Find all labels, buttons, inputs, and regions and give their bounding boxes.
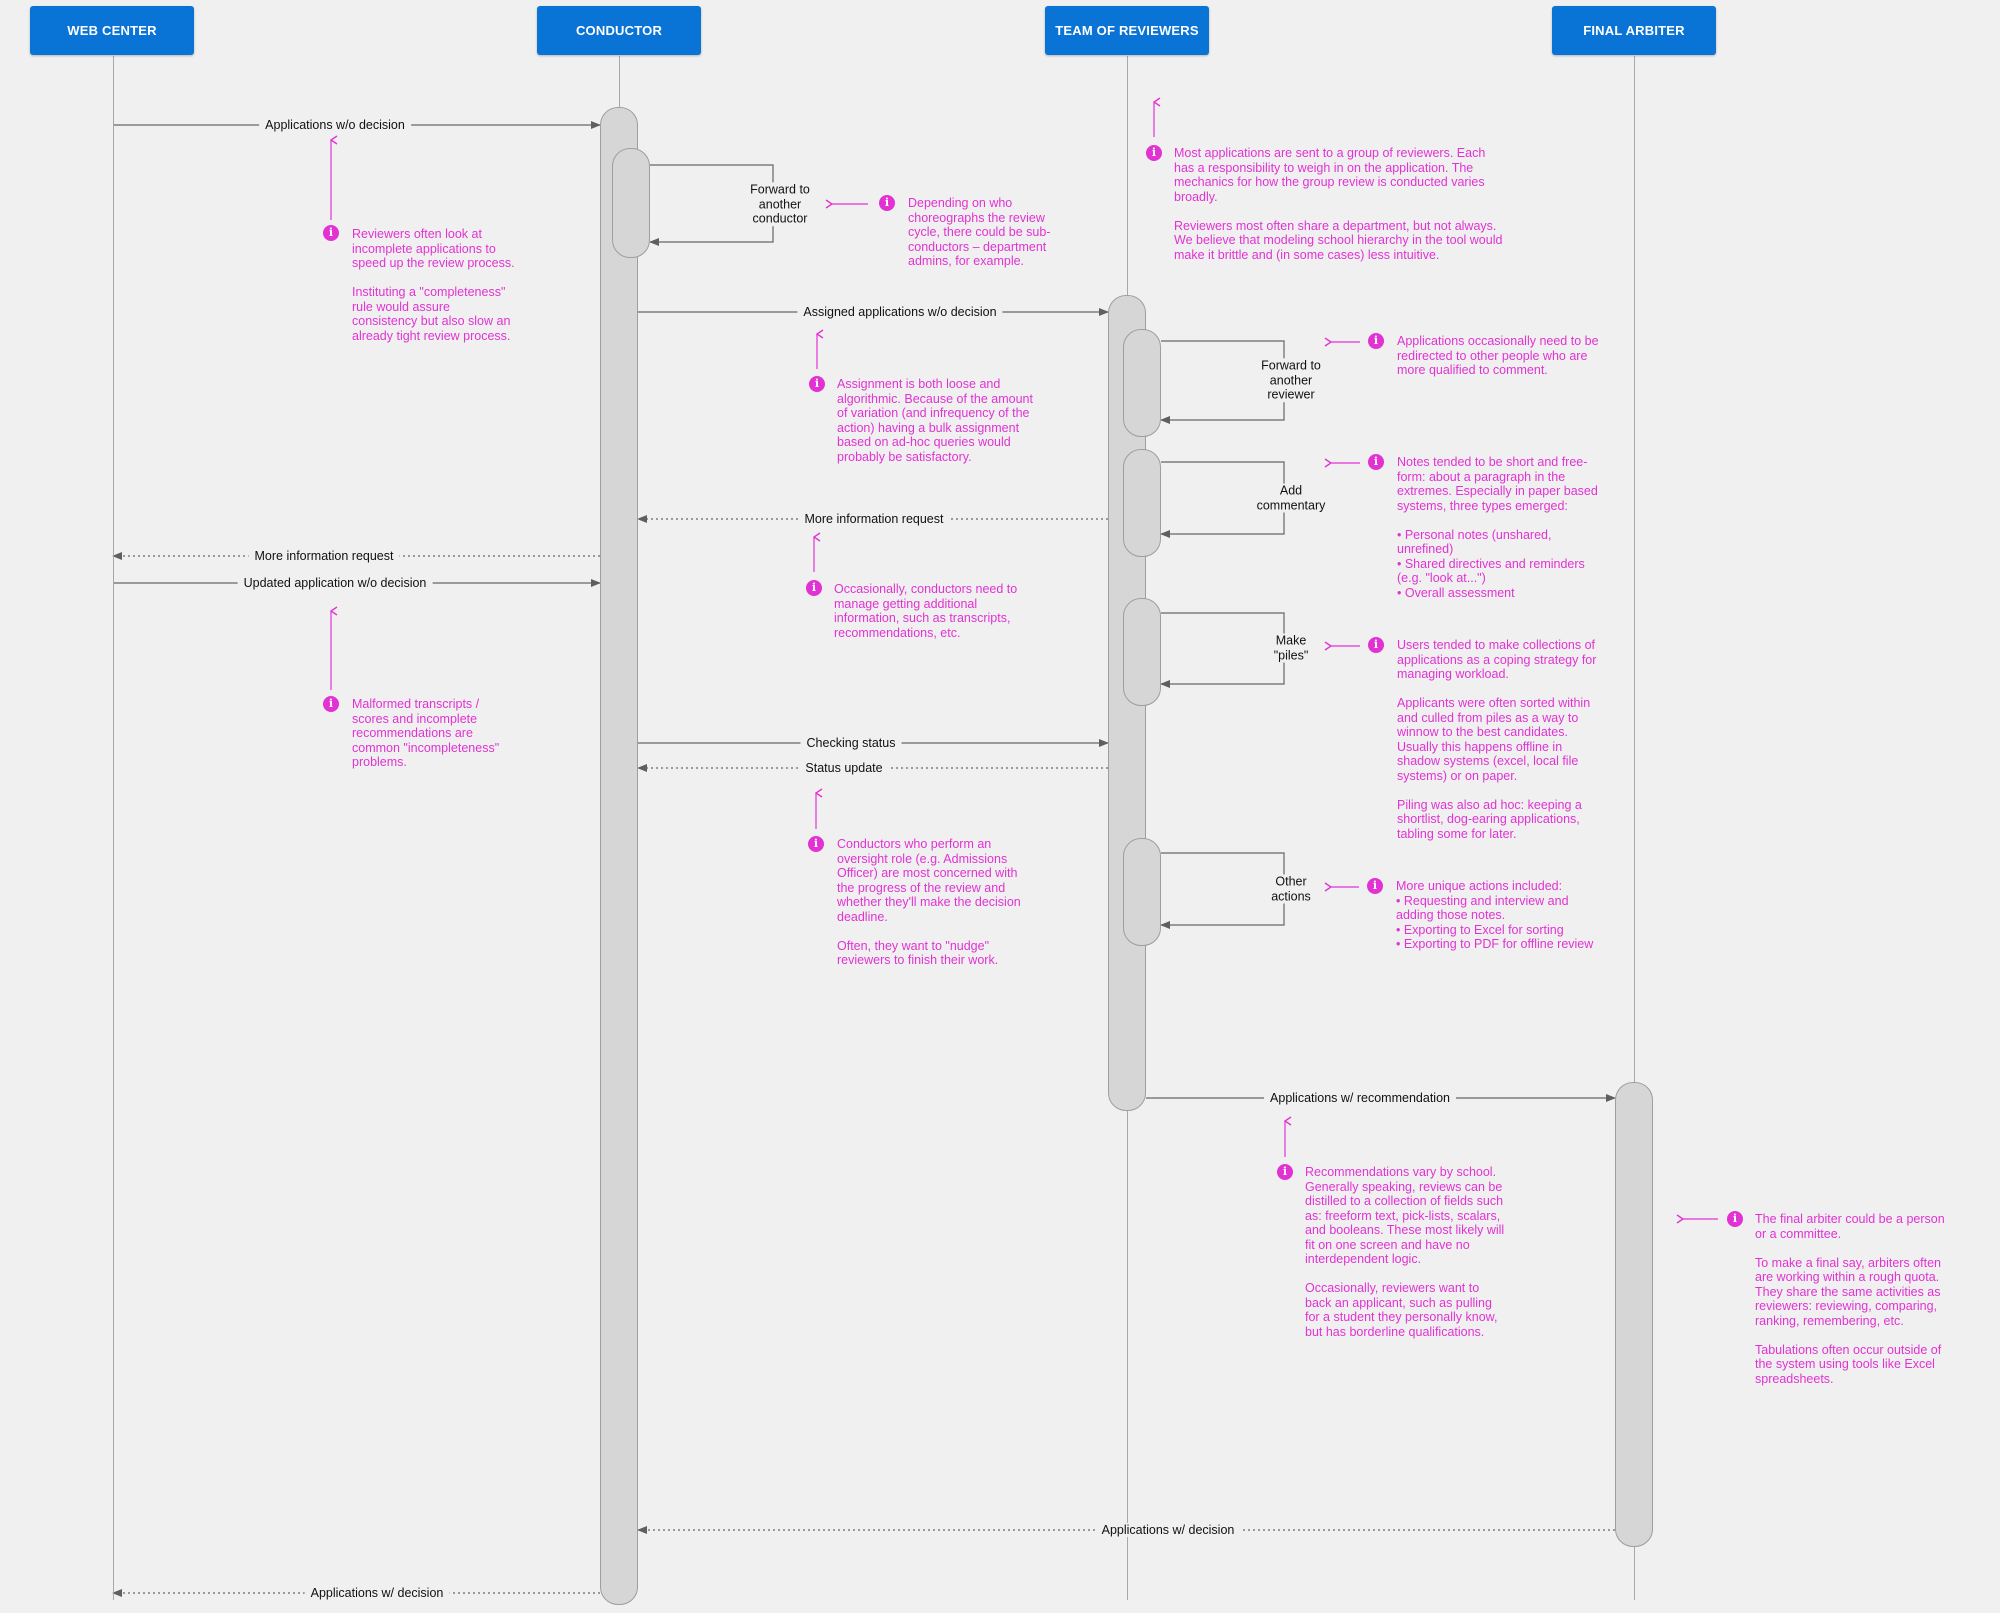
- info-icon: i: [808, 836, 824, 852]
- note-7: Malformed transcripts / scores and incom…: [352, 697, 522, 770]
- header-cond: CONDUCTOR: [537, 6, 701, 55]
- self-action-line: Make: [1275, 633, 1307, 648]
- self-action-line: Other: [1275, 874, 1307, 889]
- info-icon: i: [323, 225, 339, 241]
- note-0: Reviewers often look at incomplete appli…: [352, 227, 542, 343]
- note-paragraph: Depending on who choreographs the review…: [908, 196, 1051, 268]
- activation-conductor: [600, 107, 638, 1605]
- message-label-5: Checking status: [800, 736, 902, 750]
- note-paragraph: Applicants were often sorted within and …: [1397, 696, 1591, 783]
- self-action-line: another: [1269, 372, 1313, 387]
- nested-activation-other: [1123, 838, 1161, 946]
- self-action-line: actions: [1271, 889, 1311, 903]
- nested-activation-piles: [1123, 598, 1161, 706]
- info-icon: i: [1146, 145, 1162, 161]
- self-action-line: conductor: [752, 211, 808, 226]
- note-paragraph: • Personal notes (unshared, unrefined) •…: [1397, 527, 1585, 600]
- nested-activation-forward: [1123, 329, 1161, 437]
- note-6: Occasionally, conductors need to manage …: [834, 582, 1034, 640]
- note-paragraph: Most applications are sent to a group of…: [1174, 146, 1486, 204]
- message-label-4: Updated application w/o decision: [237, 576, 433, 590]
- info-icon: i: [1727, 1211, 1743, 1227]
- info-icon: i: [1367, 878, 1383, 894]
- note-3: Assignment is both loose and algorithmic…: [837, 377, 1037, 464]
- message-label-7: Applications w/ recommendation: [1264, 1091, 1456, 1105]
- info-icon: i: [1277, 1164, 1293, 1180]
- note-paragraph: Conductors who perform an oversight role…: [837, 837, 1021, 924]
- nested-activation-conductor: [612, 148, 650, 258]
- note-paragraph: Often, they want to "nudge" reviewers to…: [837, 938, 999, 968]
- self-action-line: Forward to: [1261, 358, 1321, 373]
- message-label-9: Applications w/ decision: [304, 1586, 450, 1600]
- self-action-label-3: Make"piles": [1273, 633, 1309, 663]
- self-action-line: another: [758, 196, 802, 211]
- note-12: The final arbiter could be a person or a…: [1755, 1212, 1975, 1386]
- lifeline-web: [113, 56, 114, 1600]
- message-label-8: Applications w/ decision: [1095, 1523, 1241, 1537]
- header-web: WEB CENTER: [30, 6, 194, 55]
- header-rev: TEAM OF REVIEWERS: [1045, 6, 1209, 55]
- info-icon: i: [809, 376, 825, 392]
- note-paragraph: Reviewers often look at incomplete appli…: [352, 227, 515, 270]
- note-2: Most applications are sent to a group of…: [1174, 146, 1504, 262]
- info-icon: i: [1368, 333, 1384, 349]
- message-label-6: Status update: [799, 761, 889, 775]
- note-1: Depending on who choreographs the review…: [908, 196, 1083, 269]
- note-9: Conductors who perform an oversight role…: [837, 837, 1037, 968]
- note-paragraph: To make a final say, arbiters often are …: [1755, 1255, 1941, 1328]
- info-icon: i: [1368, 637, 1384, 653]
- message-label-3: More information request: [248, 549, 400, 563]
- note-paragraph: More unique actions included: • Requesti…: [1396, 879, 1594, 951]
- note-5: Notes tended to be short and free- form:…: [1397, 455, 1627, 600]
- self-action-line: Add: [1279, 483, 1303, 498]
- nested-activation-commentary: [1123, 449, 1161, 557]
- info-icon: i: [323, 696, 339, 712]
- message-label-1: Assigned applications w/o decision: [797, 305, 1003, 319]
- note-paragraph: Notes tended to be short and free- form:…: [1397, 455, 1598, 513]
- note-paragraph: The final arbiter could be a person or a…: [1755, 1212, 1945, 1241]
- self-action-line: "piles": [1273, 648, 1309, 662]
- self-action-line: Forward to: [750, 182, 810, 197]
- self-action-line: commentary: [1256, 498, 1326, 512]
- message-label-0: Applications w/o decision: [259, 118, 411, 132]
- note-paragraph: Applications occasionally need to be red…: [1397, 334, 1599, 377]
- self-action-line: reviewer: [1267, 387, 1315, 402]
- note-paragraph: Occasionally, reviewers want to back an …: [1305, 1281, 1498, 1339]
- header-arb: FINAL ARBITER: [1552, 6, 1716, 55]
- note-paragraph: Recommendations vary by school. Generall…: [1305, 1165, 1505, 1266]
- note-8: Users tended to make collections of appl…: [1397, 638, 1627, 841]
- note-paragraph: Users tended to make collections of appl…: [1397, 638, 1597, 681]
- note-4: Applications occasionally need to be red…: [1397, 334, 1627, 378]
- message-label-2: More information request: [798, 512, 950, 526]
- note-paragraph: Assignment is both loose and algorithmic…: [837, 377, 1033, 464]
- note-paragraph: Occasionally, conductors need to manage …: [834, 582, 1018, 640]
- lifeline-arb: [1634, 56, 1635, 1600]
- activation-arbiter: [1615, 1082, 1653, 1547]
- info-icon: i: [879, 195, 895, 211]
- note-paragraph: Instituting a "completeness" rule would …: [352, 285, 511, 343]
- note-10: More unique actions included: • Requesti…: [1396, 879, 1626, 952]
- note-paragraph: Piling was also ad hoc: keeping a shortl…: [1397, 797, 1582, 841]
- note-paragraph: Reviewers most often share a department,…: [1174, 218, 1503, 262]
- note-paragraph: Malformed transcripts / scores and incom…: [352, 697, 500, 769]
- info-icon: i: [806, 580, 822, 596]
- note-paragraph: Tabulations often occur outside of the s…: [1755, 1342, 1942, 1386]
- info-icon: i: [1368, 454, 1384, 470]
- note-11: Recommendations vary by school. Generall…: [1305, 1165, 1520, 1339]
